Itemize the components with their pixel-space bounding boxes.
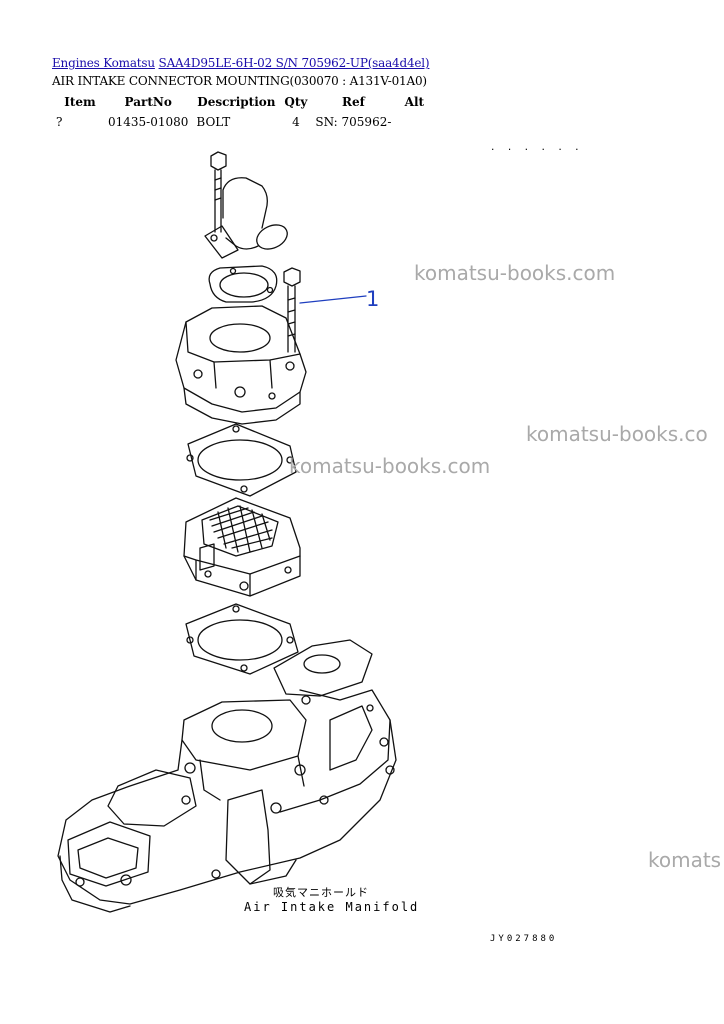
small-gasket [208, 265, 278, 303]
drawing-code: JY027880 [490, 934, 558, 944]
intake-heater-block [183, 497, 301, 597]
watermark-text: komats [648, 848, 722, 872]
callout-number: 1 [366, 287, 380, 311]
drawing-marks: . . . . . . [490, 143, 583, 153]
table-header-row: Item PartNo Description Qty Ref Alt [56, 92, 433, 112]
intake-manifold [57, 639, 397, 913]
callout-leader-line [299, 295, 367, 304]
parts-table: Item PartNo Description Qty Ref Alt ? 01… [56, 92, 433, 132]
breadcrumb: Engines Komatsu SAA4D95LE-6H-02 S/N 7059… [52, 56, 430, 70]
cell-partno: 01435-01080 [108, 115, 189, 129]
page-subtitle: AIR INTAKE CONNECTOR MOUNTING(030070 : A… [52, 74, 427, 88]
caption-japanese: 吸気マニホールド [273, 886, 369, 899]
breadcrumb-link-engines[interactable]: Engines Komatsu [52, 56, 155, 70]
col-header-ref: Ref [341, 95, 365, 109]
watermark-text: komatsu-books.com [289, 454, 491, 478]
watermark-text: komatsu-books.co [526, 422, 708, 446]
cell-description: BOLT [196, 115, 231, 129]
intake-connector-elbow [204, 177, 288, 259]
col-header-item: Item [64, 95, 96, 109]
col-header-alt: Alt [404, 95, 425, 109]
breadcrumb-link-model[interactable]: SAA4D95LE-6H-02 S/N 705962-UP(saa4d4el) [158, 56, 430, 70]
caption-english: Air Intake Manifold [244, 900, 420, 914]
cell-ref: SN: 705962- [315, 115, 392, 129]
large-gasket-lower [185, 603, 299, 675]
col-header-partno: PartNo [124, 95, 172, 109]
table-row: ? 01435-01080 BOLT 4 SN: 705962- [56, 112, 433, 132]
col-header-qty: Qty [284, 95, 308, 109]
watermark-text: komatsu-books.com [414, 261, 616, 285]
adapter-flange-block [175, 305, 307, 425]
col-header-description: Description [197, 95, 276, 109]
cell-item: ? [56, 115, 63, 129]
large-gasket-upper [186, 423, 297, 497]
cell-qty: 4 [292, 115, 300, 129]
connector-bolt [210, 151, 227, 233]
item-1-bolt [283, 267, 301, 353]
